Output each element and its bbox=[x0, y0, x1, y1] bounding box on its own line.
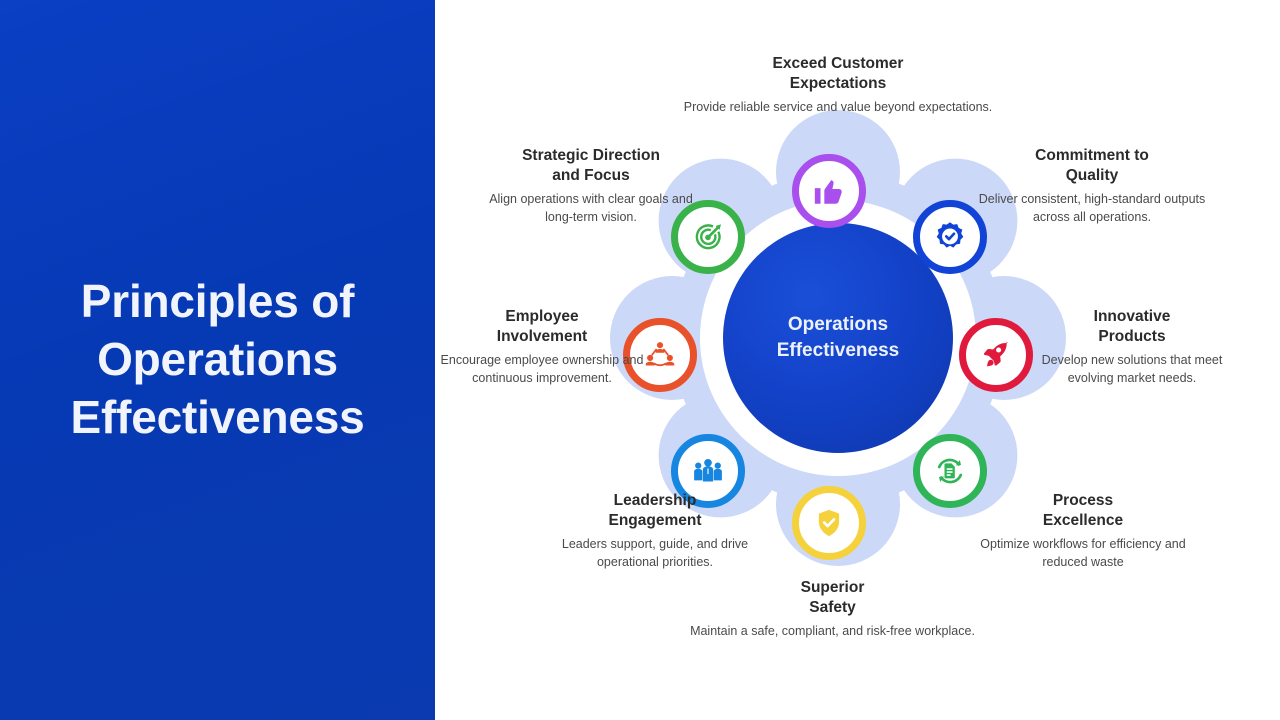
people-group-icon bbox=[694, 458, 722, 482]
quality-seal-check-icon bbox=[936, 222, 964, 248]
operations-effectiveness-diagram: Operations Effectiveness Exceed Customer… bbox=[435, 0, 1280, 720]
node-body: Align operations with clear goals and lo… bbox=[489, 192, 693, 225]
node-heading: Employee Involvement bbox=[496, 308, 588, 346]
label-strategic-direction-and-focus: Strategic Direction and Focus Align oper… bbox=[475, 146, 707, 227]
node-heading: Innovative Products bbox=[1093, 308, 1171, 346]
label-innovative-products: Innovative Products Develop new solution… bbox=[1025, 307, 1239, 388]
node-exceed-customer-expectations[interactable] bbox=[792, 154, 866, 228]
node-leadership-engagement[interactable] bbox=[671, 434, 745, 508]
node-body: Develop new solutions that meet evolving… bbox=[1041, 353, 1223, 386]
node-body: Leaders support, guide, and drive operat… bbox=[561, 537, 749, 570]
thumbs-up-icon bbox=[814, 180, 842, 204]
node-heading: Strategic Direction and Focus bbox=[522, 147, 660, 185]
label-commitment-to-quality: Commitment to Quality Deliver consistent… bbox=[976, 146, 1208, 227]
document-refresh-icon bbox=[937, 458, 963, 484]
label-process-excellence: Process Excellence Optimize workflows fo… bbox=[976, 491, 1190, 572]
node-commitment-to-quality[interactable] bbox=[913, 200, 987, 274]
shield-check-icon bbox=[818, 509, 840, 537]
page-title: Principles of Operations Effectiveness bbox=[70, 275, 365, 443]
node-employee-involvement[interactable] bbox=[623, 318, 697, 392]
node-strategic-direction-and-focus[interactable] bbox=[671, 200, 745, 274]
label-employee-involvement: Employee Involvement Encourage employee … bbox=[435, 307, 649, 388]
node-heading: Process Excellence bbox=[1042, 492, 1124, 530]
target-arrow-icon bbox=[695, 224, 722, 250]
node-body: Maintain a safe, compliant, and risk-fre… bbox=[690, 624, 975, 639]
node-superior-safety[interactable] bbox=[792, 486, 866, 560]
node-body: Deliver consistent, high-standard output… bbox=[978, 192, 1206, 225]
node-heading: Commitment to Quality bbox=[1035, 147, 1149, 185]
node-heading: Superior Safety bbox=[800, 579, 865, 617]
label-exceed-customer-expectations: Exceed Customer Expectations Provide rel… bbox=[683, 54, 993, 117]
node-heading: Exceed Customer Expectations bbox=[772, 55, 904, 93]
node-innovative-products[interactable] bbox=[959, 318, 1033, 392]
node-body: Provide reliable service and value beyon… bbox=[683, 100, 993, 115]
people-network-icon bbox=[645, 342, 675, 367]
label-leadership-engagement: Leadership Engagement Leaders support, g… bbox=[530, 491, 780, 572]
title-panel: Principles of Operations Effectiveness bbox=[0, 0, 435, 720]
node-heading: Leadership Engagement bbox=[608, 492, 702, 530]
rocket-icon bbox=[983, 341, 1008, 367]
hub-label: Operations Effectiveness bbox=[776, 314, 900, 361]
node-process-excellence[interactable] bbox=[913, 434, 987, 508]
node-body: Optimize workflows for efficiency and re… bbox=[980, 537, 1186, 570]
node-body: Encourage employee ownership and continu… bbox=[440, 353, 644, 386]
label-superior-safety: Superior Safety Maintain a safe, complia… bbox=[690, 578, 975, 641]
hub-center: Operations Effectiveness bbox=[723, 223, 953, 453]
